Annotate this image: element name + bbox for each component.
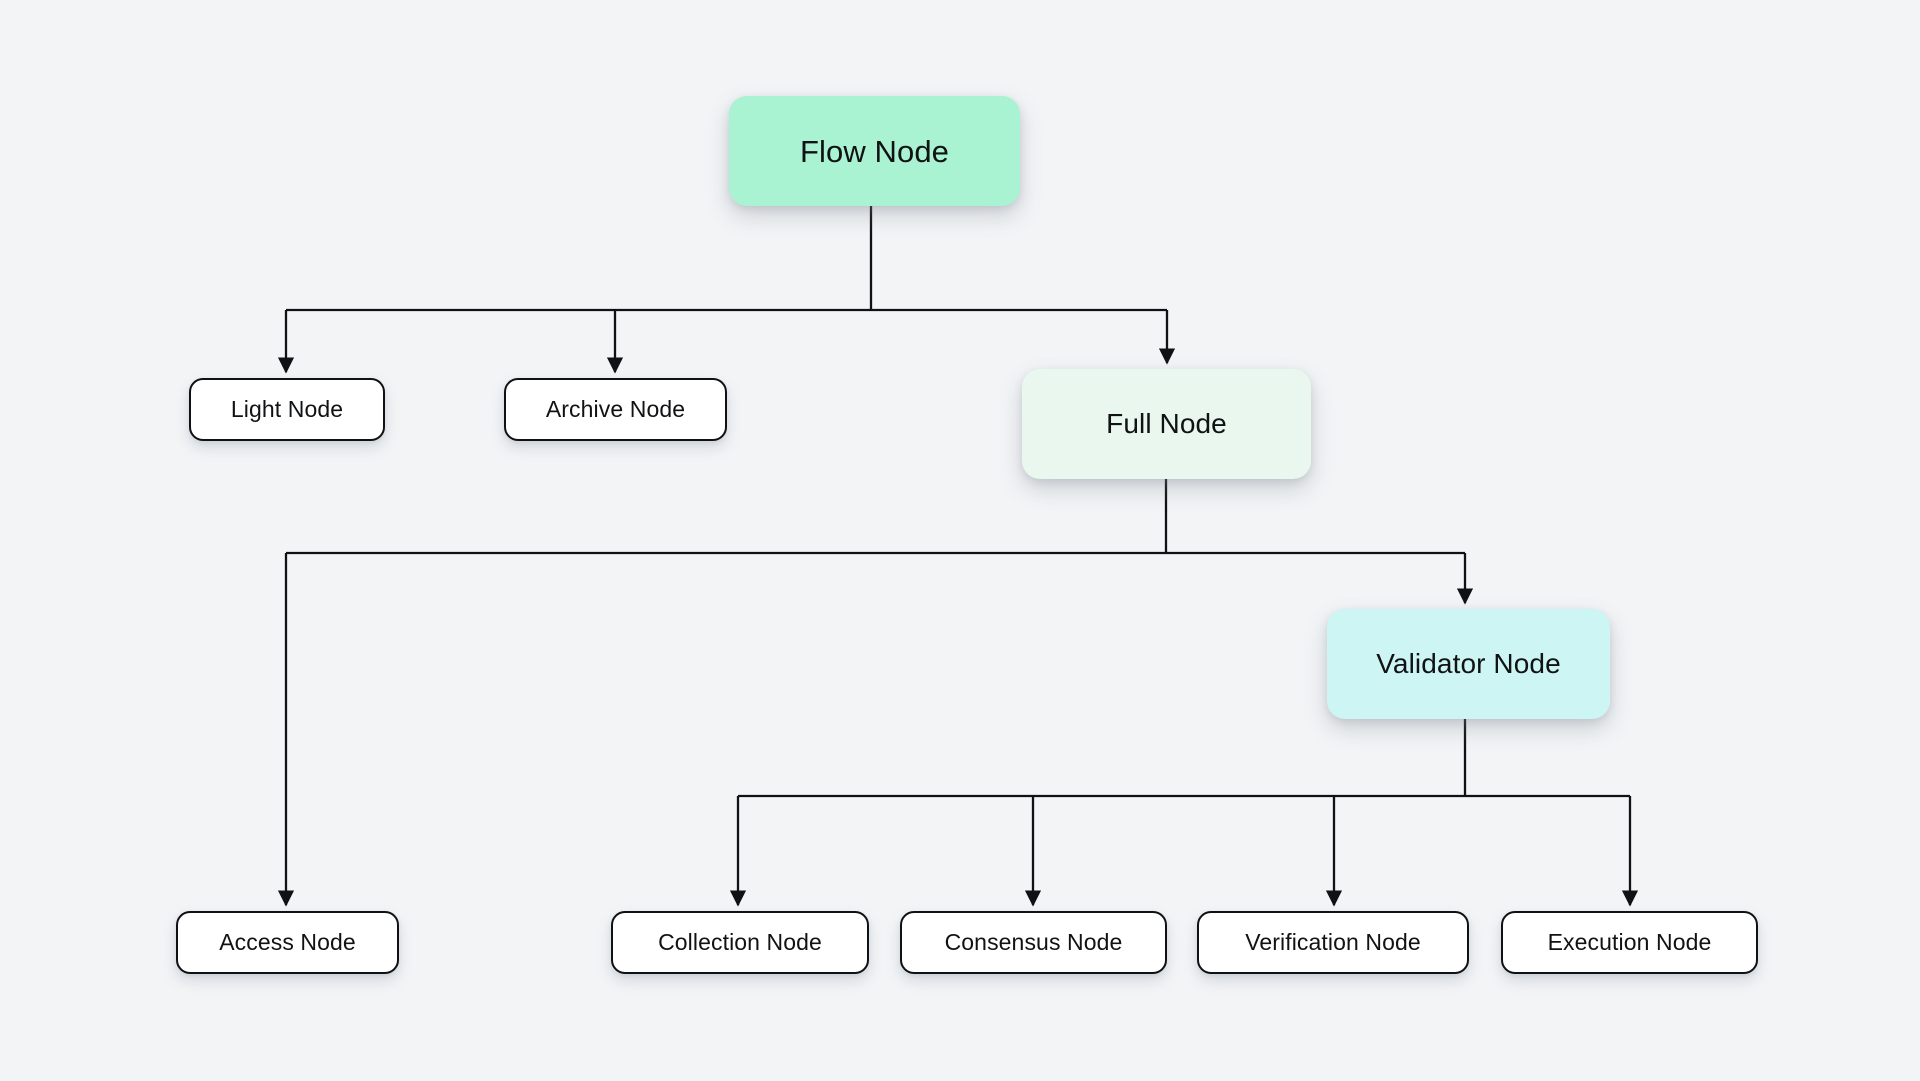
- node-access[interactable]: Access Node: [176, 911, 399, 974]
- node-execution-label: Execution Node: [1547, 929, 1712, 955]
- node-flow[interactable]: Flow Node: [729, 96, 1020, 206]
- node-light-label: Light Node: [230, 396, 344, 422]
- node-consensus-label: Consensus Node: [944, 929, 1123, 955]
- edges-validator-to-children: [729, 719, 1639, 907]
- node-full-label: Full Node: [1106, 408, 1227, 439]
- node-archive-label: Archive Node: [545, 396, 686, 422]
- node-light[interactable]: Light Node: [189, 378, 385, 441]
- node-access-label: Access Node: [219, 929, 356, 955]
- node-validator-label: Validator Node: [1376, 648, 1561, 679]
- node-collection-label: Collection Node: [658, 929, 822, 955]
- node-collection[interactable]: Collection Node: [611, 911, 869, 974]
- node-full[interactable]: Full Node: [1022, 369, 1311, 479]
- node-execution[interactable]: Execution Node: [1501, 911, 1758, 974]
- node-validator[interactable]: Validator Node: [1327, 609, 1610, 719]
- node-flow-label: Flow Node: [799, 133, 950, 169]
- node-archive[interactable]: Archive Node: [504, 378, 727, 441]
- edges-flow-to-children: [277, 206, 1176, 374]
- edges-full-to-children: [277, 479, 1474, 907]
- node-verification[interactable]: Verification Node: [1197, 911, 1469, 974]
- node-verification-label: Verification Node: [1245, 929, 1421, 955]
- node-consensus[interactable]: Consensus Node: [900, 911, 1167, 974]
